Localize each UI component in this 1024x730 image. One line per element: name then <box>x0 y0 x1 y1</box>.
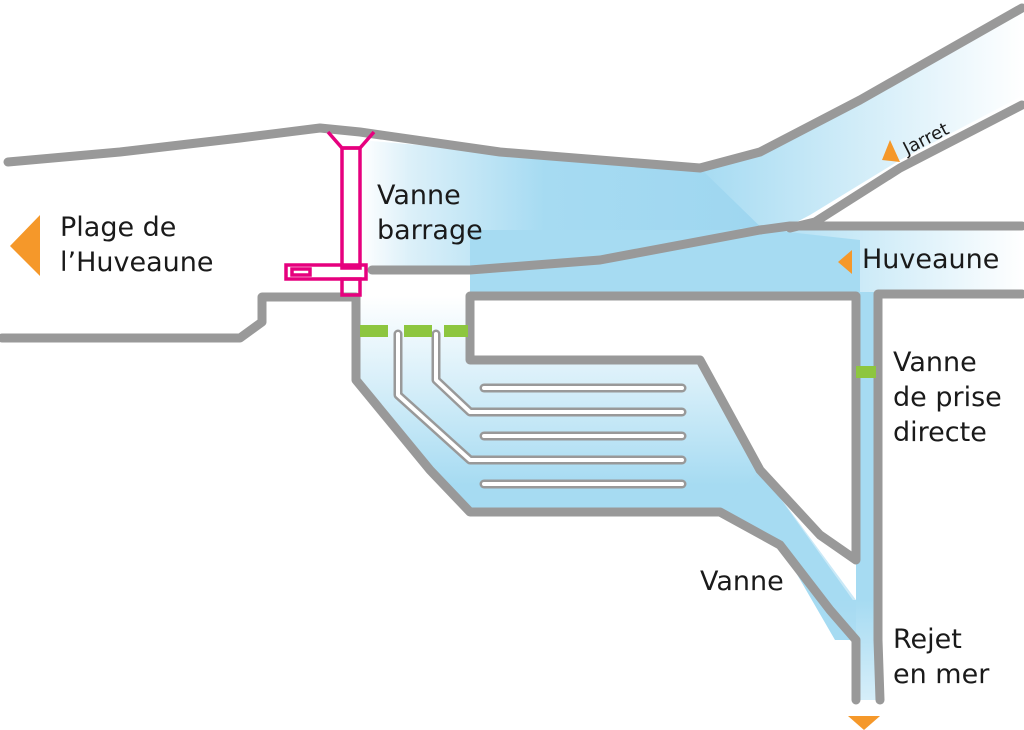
road-strip-wall <box>367 225 765 275</box>
upper-bank-wall <box>3 3 1024 173</box>
jarret-arrow-icon <box>882 140 900 162</box>
basin-gate-3-icon <box>444 325 468 337</box>
water <box>356 2 1024 700</box>
barrage-gate-icon <box>284 130 376 297</box>
rejet-line-1: Rejet <box>893 624 962 655</box>
huveaune-top-wall <box>755 221 1024 235</box>
vanne-prise-line-3: directe <box>893 417 987 448</box>
huveaune-bottom-wall <box>873 289 1024 705</box>
basin-water <box>356 296 860 640</box>
plage-label-line-1: Plage de <box>60 212 177 243</box>
basin-gate-2-icon <box>404 325 432 337</box>
jarret-water <box>700 2 1024 236</box>
basin-gate-1-icon <box>360 325 388 337</box>
beach-wall <box>0 292 861 705</box>
rejet-label: Rejet en mer <box>893 622 989 692</box>
vanne-prise-line-2: de prise <box>893 382 1002 413</box>
vanne-prise-directe-label: Vanne de prise directe <box>893 345 1002 450</box>
beach-arrow-icon <box>10 215 40 276</box>
gates <box>284 130 876 378</box>
vanne-prise-line-1: Vanne <box>893 347 977 378</box>
confluence-water <box>470 230 860 296</box>
flow-arrows <box>10 140 900 730</box>
direct-intake-gate-icon <box>856 366 876 378</box>
direct-intake-water <box>856 292 878 640</box>
plage-label: Plage de l’Huveaune <box>60 210 213 280</box>
vanne-barrage-line-2: barrage <box>377 215 483 246</box>
sea-arrow-icon <box>848 716 880 730</box>
outlet-water <box>820 600 880 700</box>
vanne-barrage-label: Vanne barrage <box>377 178 483 248</box>
plage-label-line-2: l’Huveaune <box>60 247 214 278</box>
huveaune-label: Huveaune <box>862 244 1000 275</box>
rejet-line-2: en mer <box>893 659 990 690</box>
huveaune-arrow-icon <box>838 250 852 274</box>
vanne-barrage-line-1: Vanne <box>377 180 461 211</box>
main-channel-water <box>360 140 770 300</box>
vanne-label: Vanne <box>700 566 784 597</box>
walls <box>0 3 1024 705</box>
basin-island-wall <box>465 291 861 565</box>
